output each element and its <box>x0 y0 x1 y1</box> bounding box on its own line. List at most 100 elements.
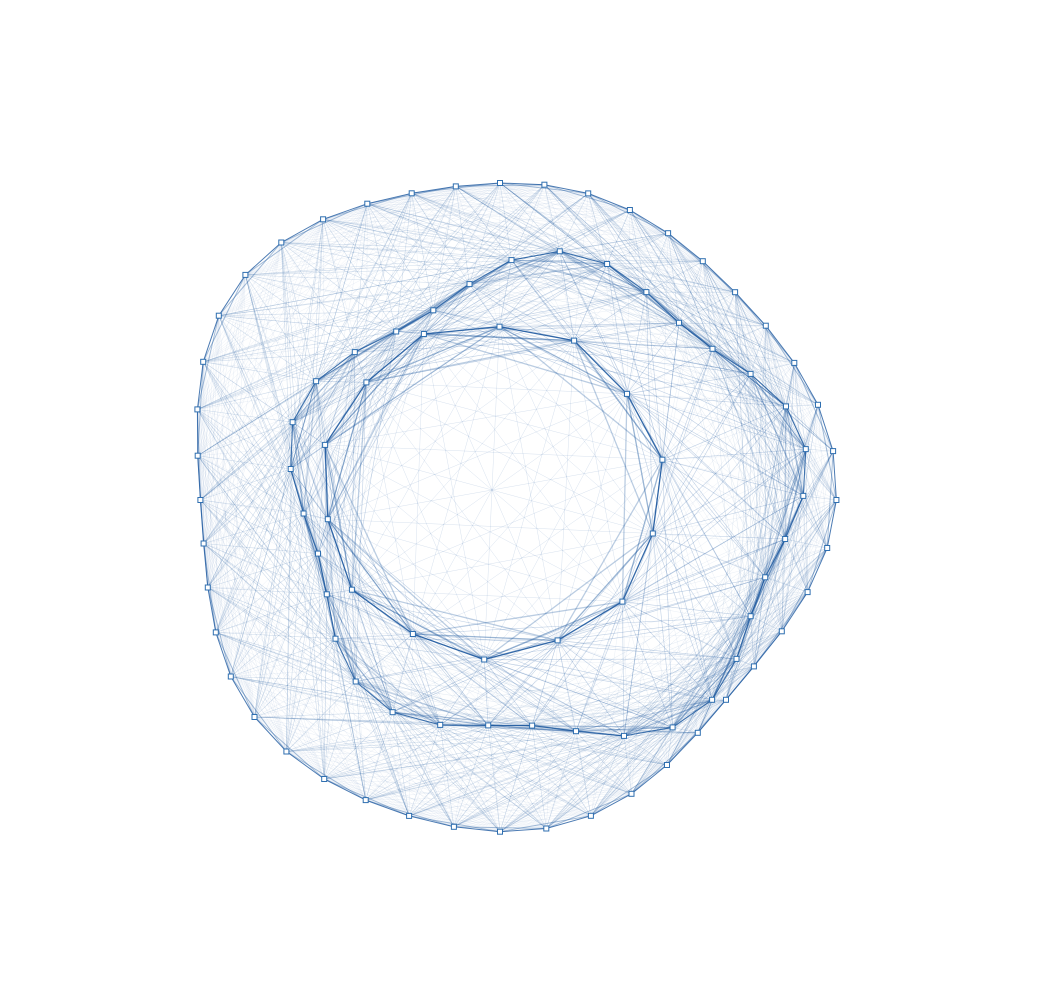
graph-edge <box>817 404 828 549</box>
graph-edge <box>412 633 485 661</box>
graph-edge <box>327 331 397 520</box>
graph-edge <box>411 193 669 234</box>
graph-edge <box>392 633 414 713</box>
graph-edge <box>392 711 673 728</box>
graph-edge <box>626 393 828 549</box>
graph-edge <box>606 263 736 293</box>
graph-edge <box>322 186 456 220</box>
graph-edge <box>646 291 787 407</box>
graph-edge <box>215 632 414 635</box>
graph-edge <box>215 632 366 801</box>
graph-edge <box>662 404 819 460</box>
graph-edge <box>207 587 414 635</box>
graph-edge <box>725 404 819 700</box>
graph-node-outer <box>541 181 548 188</box>
graph-edge <box>784 448 807 540</box>
graph-edge <box>575 730 632 795</box>
graph-edge <box>354 340 575 353</box>
graph-edge <box>315 219 324 382</box>
graph-edge <box>455 186 628 395</box>
graph-edge <box>324 340 575 446</box>
graph-edge <box>197 409 356 682</box>
graph-node-outer <box>732 289 739 296</box>
graph-edge <box>197 203 368 456</box>
graph-edge <box>411 193 647 293</box>
graph-edge <box>392 711 501 832</box>
graph-edge <box>712 348 828 549</box>
graph-edge <box>196 361 204 410</box>
graph-edge <box>622 448 807 602</box>
graph-edge <box>245 251 561 276</box>
graph-edge <box>197 409 304 514</box>
graph-edge <box>365 764 668 801</box>
graph-edge <box>324 633 414 780</box>
graph-edge <box>623 538 786 737</box>
graph-edge <box>623 658 738 737</box>
graph-edge <box>392 711 455 828</box>
graph-node-outer <box>200 358 207 365</box>
graph-edge <box>498 326 664 461</box>
graph-edge <box>793 362 834 452</box>
graph-edge <box>750 373 828 549</box>
graph-edge <box>254 716 366 801</box>
graph-edge <box>327 518 558 641</box>
graph-edge <box>230 676 533 726</box>
graph-edge <box>734 291 751 617</box>
graph-edge <box>412 393 628 635</box>
graph-edge <box>484 659 632 794</box>
graph-edge <box>439 659 485 726</box>
graph-edge <box>557 640 673 728</box>
graph-edge <box>322 219 608 265</box>
graph-edge <box>218 193 412 316</box>
graph-edge <box>678 322 714 350</box>
graph-edge <box>280 218 324 243</box>
graph-edge <box>230 676 577 732</box>
graph-edge <box>711 348 752 375</box>
graph-edge <box>351 589 441 726</box>
graph-edge <box>292 186 457 423</box>
graph-edge <box>626 322 680 395</box>
graph-edge <box>411 193 575 341</box>
graph-edge <box>626 393 786 540</box>
graph-edge <box>200 361 204 501</box>
graph-edge <box>366 184 545 383</box>
graph-edge <box>629 209 663 460</box>
graph-edge <box>736 362 795 660</box>
graph-edge <box>499 699 727 832</box>
graph-edge <box>587 193 807 450</box>
graph-edge <box>439 724 592 817</box>
graph-edge <box>765 325 807 450</box>
graph-edge <box>753 630 783 667</box>
graph-edge <box>197 455 291 470</box>
graph-edge <box>439 724 699 734</box>
graph-edge <box>667 232 804 497</box>
graph-node-outer <box>815 401 821 408</box>
graph-edge <box>662 459 698 733</box>
graph-edge <box>324 778 632 794</box>
graph-edge <box>499 182 608 265</box>
graph-edge <box>215 632 455 827</box>
graph-edge <box>292 283 470 423</box>
graph-node-middle <box>332 635 339 642</box>
graph-edge <box>622 404 819 602</box>
graph-edge <box>281 209 631 243</box>
graph-edge <box>326 589 353 595</box>
graph-edge <box>750 362 795 375</box>
graph-edge <box>622 601 632 794</box>
graph-edge <box>197 409 291 470</box>
graph-edge <box>781 547 828 632</box>
graph-edge <box>218 315 304 514</box>
graph-edge <box>197 283 470 456</box>
graph-edge <box>543 184 631 211</box>
graph-edge <box>712 325 767 350</box>
graph-edge <box>750 373 819 406</box>
graph-edge <box>207 513 304 588</box>
graph-edge <box>203 219 324 544</box>
graph-edge <box>487 640 558 726</box>
graph-edge <box>324 444 357 682</box>
graph-edge <box>412 633 533 726</box>
graph-edge <box>652 362 795 534</box>
graph-edge <box>622 601 698 733</box>
graph-edge <box>215 553 319 633</box>
